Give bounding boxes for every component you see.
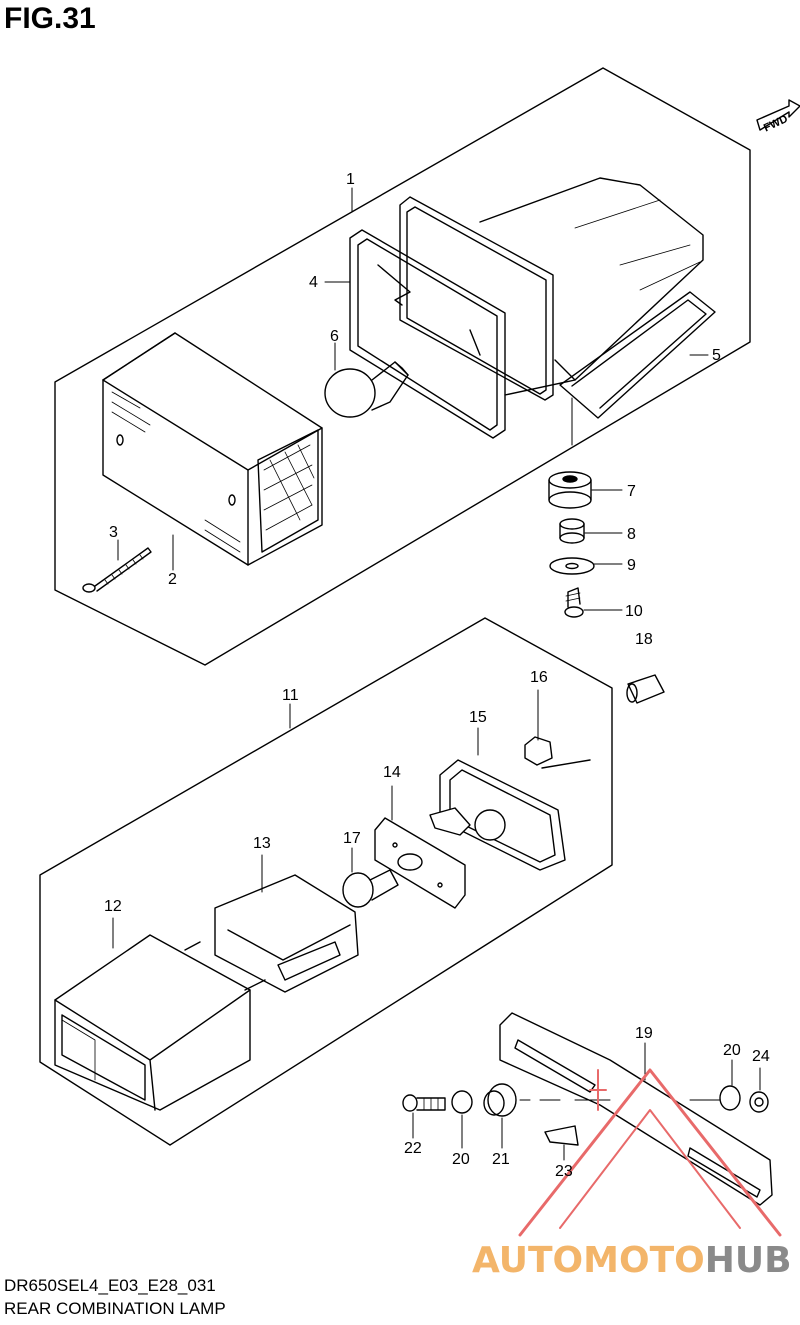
callout-2: 2 (168, 571, 177, 588)
callout-5: 5 (712, 347, 721, 364)
bolt-22 (402, 1094, 446, 1112)
callout-20-right: 20 (723, 1042, 741, 1059)
callout-18: 18 (635, 631, 653, 648)
callout-1: 1 (346, 171, 355, 188)
assembly-1-frame (54, 67, 751, 666)
callout-10: 10 (625, 603, 643, 620)
watermark-logo-icon (518, 1068, 782, 1237)
watermark-text-part-b: HUB (704, 1240, 792, 1281)
grommet-7 (548, 471, 592, 509)
callout-9: 9 (627, 557, 636, 574)
washer-9 (549, 557, 595, 575)
grommet-21 (483, 1083, 517, 1117)
assembly-11-frame (39, 617, 613, 1146)
bracket-19 (499, 1012, 773, 1206)
nut-24 (749, 1091, 769, 1113)
callout-21: 21 (492, 1151, 510, 1168)
callout-12: 12 (104, 898, 122, 915)
callout-24: 24 (752, 1048, 770, 1065)
gasket-14 (374, 817, 466, 909)
callout-22: 22 (404, 1140, 422, 1157)
lamp-housing-1 (399, 177, 704, 401)
callout-4: 4 (309, 274, 318, 291)
callout-17: 17 (343, 830, 361, 847)
leader-lines (112, 187, 761, 1161)
bulb-17 (342, 869, 399, 908)
watermark-text: AUTOMOTOHUB (472, 1240, 792, 1281)
bulb-6 (324, 361, 409, 418)
callout-15: 15 (469, 709, 487, 726)
callout-8: 8 (627, 526, 636, 543)
callout-16: 16 (530, 669, 548, 686)
cap-16 (524, 736, 553, 766)
clip-23 (544, 1125, 579, 1146)
lens-cover-13 (214, 874, 359, 993)
gasket-4 (349, 229, 506, 439)
callout-7: 7 (627, 483, 636, 500)
screw-3 (82, 547, 152, 593)
license-lamp-housing-15 (429, 759, 591, 871)
collar-8 (559, 518, 585, 544)
callout-13: 13 (253, 835, 271, 852)
callout-20-left: 20 (452, 1151, 470, 1168)
callout-14: 14 (383, 764, 401, 781)
watermark-text-part-a: AUTOMOTO (472, 1240, 705, 1281)
callout-19: 19 (635, 1025, 653, 1042)
washer-20-right (719, 1085, 741, 1111)
model-code: DR650SEL4_E03_E28_031 (4, 1276, 216, 1295)
washer-20-left (451, 1090, 473, 1114)
tail-lamp-lens (102, 332, 323, 566)
tail-lamp-12 (54, 934, 266, 1111)
plate-5 (559, 291, 716, 419)
callout-23: 23 (555, 1163, 573, 1180)
callout-6: 6 (330, 328, 339, 345)
screw-10 (564, 587, 584, 618)
callout-3: 3 (109, 524, 118, 541)
fwd-arrow-icon: FWD (756, 99, 800, 134)
spacer-18 (626, 674, 665, 704)
figure-title: FIG.31 (4, 2, 96, 35)
callout-labels: 1 4 6 5 7 8 9 10 3 2 18 11 16 15 14 17 1… (104, 171, 770, 1180)
figure-name: REAR COMBINATION LAMP (4, 1299, 226, 1318)
callout-11: 11 (282, 687, 299, 704)
